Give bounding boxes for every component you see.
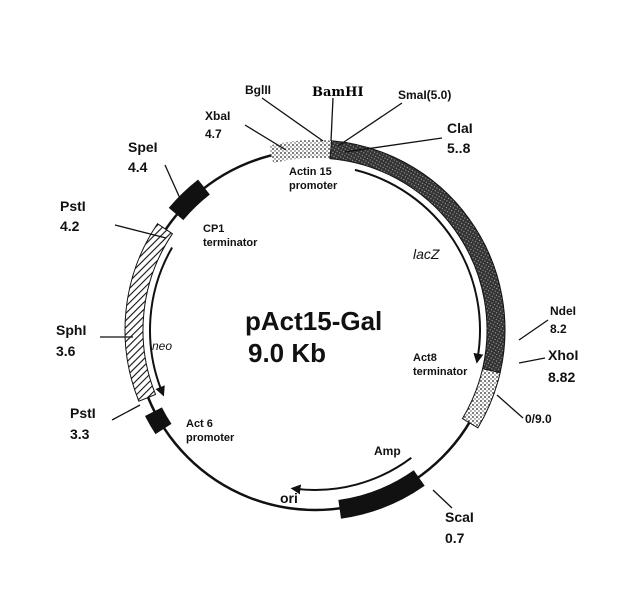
psti2-leader (111, 404, 141, 421)
leader-lines (100, 97, 549, 509)
act8-terminator-label-2: terminator (413, 366, 468, 378)
bgl2-leader (261, 97, 324, 142)
act8-terminator-label-1: Act8 (413, 352, 437, 364)
smai-leader (337, 102, 403, 147)
cp1-terminator-label-1: CP1 (203, 223, 224, 235)
plasmid-name: pAct15-Gal (245, 306, 382, 336)
amp-arrow (290, 456, 412, 495)
xbai-position: 4.7 (205, 127, 222, 141)
origin-label: 0/9.0 (525, 412, 552, 426)
clai-name: ClaI (447, 120, 473, 136)
act8-terminator-segment (461, 368, 501, 429)
bamhi-label: BamHI (312, 85, 364, 100)
act6-promoter-segment (145, 407, 172, 435)
actin15-promoter-label-1: Actin 15 (289, 166, 332, 178)
actin15-promoter-label-2: promoter (289, 180, 338, 192)
amp-label: Amp (374, 444, 401, 458)
origin-leader (496, 394, 524, 419)
cp1-terminator-segment (168, 179, 210, 221)
sphi-position: 3.6 (56, 343, 76, 359)
smai-label: SmaI(5.0) (398, 88, 451, 102)
neo-arrow (149, 247, 173, 397)
psti1-leader (114, 224, 167, 239)
clai-leader (344, 137, 443, 153)
neo-label: neo (152, 339, 172, 353)
amp-scai-segment (338, 470, 425, 519)
lacz-label: lacZ (413, 246, 440, 262)
scai-leader (432, 489, 453, 509)
bamhi-leader (330, 97, 334, 142)
scai-position: 0.7 (445, 530, 465, 546)
sphi-name: SphI (56, 322, 86, 338)
psti2-position: 3.3 (70, 426, 90, 442)
xbai-name: XbaI (205, 109, 230, 123)
xhoi-position: 8.82 (548, 369, 575, 385)
neo-segment (124, 223, 174, 402)
bgl2-label: BglII (245, 83, 271, 97)
plasmid-size: 9.0 Kb (248, 338, 326, 368)
act6-promoter-label-1: Act 6 (186, 418, 213, 430)
spei-name: SpeI (128, 139, 158, 155)
xhoi-leader (518, 357, 546, 364)
ndei-leader (518, 319, 549, 341)
psti1-position: 4.2 (60, 218, 80, 234)
ndei-position: 8.2 (550, 322, 567, 336)
clai-position: 5..8 (447, 140, 471, 156)
act6-promoter-label-2: promoter (186, 432, 235, 444)
ori-label: ori (280, 490, 298, 506)
cp1-terminator-label-2: terminator (203, 237, 258, 249)
xbai-leader (244, 124, 287, 151)
spei-leader (164, 164, 184, 206)
spei-position: 4.4 (128, 159, 148, 175)
plasmid-segments (124, 140, 506, 519)
psti1-name: PstI (60, 198, 86, 214)
psti2-name: PstI (70, 405, 96, 421)
scai-name: ScaI (445, 509, 474, 525)
feature-arrows (149, 168, 484, 495)
xhoi-name: XhoI (548, 347, 578, 363)
ndei-name: NdeI (550, 304, 576, 318)
lacz-arrow (354, 168, 484, 364)
actin15-promoter-segment (269, 140, 332, 164)
